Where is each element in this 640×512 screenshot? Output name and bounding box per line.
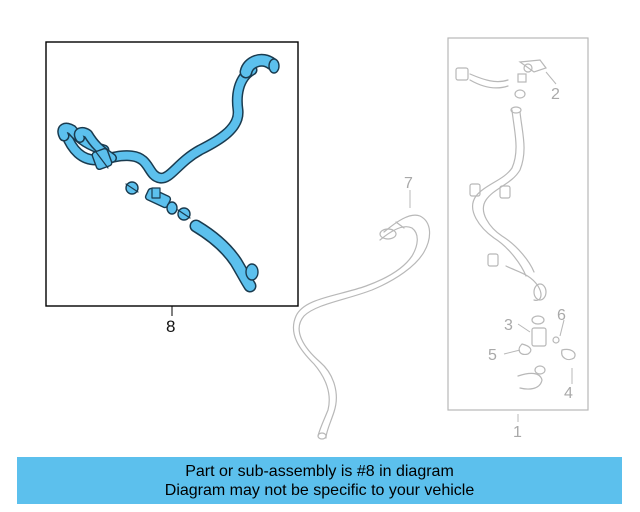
hose-assembly-8[interactable]	[57, 53, 280, 293]
callout-7: 7	[404, 175, 413, 192]
callout-2: 2	[551, 86, 560, 103]
hose-7-outline	[292, 214, 431, 440]
banner-line-1: Part or sub-assembly is #8 in diagram	[185, 462, 454, 480]
callout-1: 1	[513, 424, 522, 441]
banner-line-2: Diagram may not be specific to your vehi…	[164, 481, 475, 499]
info-banner: Part or sub-assembly is #8 in diagram Di…	[17, 457, 622, 504]
callout-6: 6	[557, 307, 566, 324]
hose-1-outline	[455, 59, 576, 390]
callout-8: 8	[166, 317, 175, 336]
callout-5: 5	[488, 347, 497, 364]
assembly-1-frame	[447, 37, 589, 411]
callout-4: 4	[564, 385, 573, 402]
callout-3: 3	[504, 317, 513, 334]
